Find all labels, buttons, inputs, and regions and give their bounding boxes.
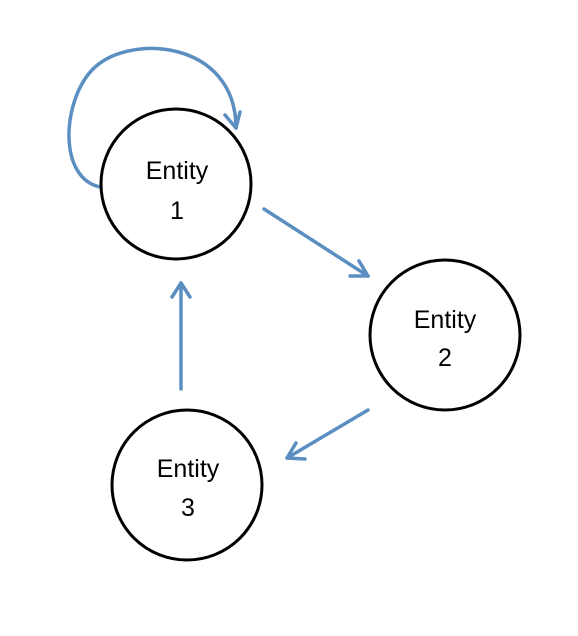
edge-entity-1-to-entity-2: [262, 207, 370, 278]
node-label-line1: Entity: [414, 306, 477, 334]
node-entity-2: Entity 2: [368, 258, 522, 412]
node-circle: [110, 408, 264, 562]
self-loop-line: [67, 46, 238, 189]
node-circle: [99, 107, 253, 261]
node-label-line1: Entity: [157, 455, 220, 483]
edges: [67, 46, 370, 461]
node-label-line2: 3: [181, 494, 195, 522]
edge-2-3-arrowhead: [285, 441, 307, 461]
node-circle: [368, 258, 522, 412]
edge-entity-1-self-loop: [67, 46, 242, 189]
node-label-line2: 2: [438, 344, 452, 372]
edge-entity-3-to-entity-1: [170, 281, 192, 391]
node-label-line2: 1: [170, 197, 184, 225]
edge-2-3-line: [285, 408, 370, 460]
self-loop-arrowhead: [223, 110, 242, 130]
edge-1-2-line: [262, 207, 370, 278]
node-entity-1: Entity 1: [99, 107, 253, 261]
edge-entity-2-to-entity-3: [285, 408, 370, 461]
node-entity-3: Entity 3: [110, 408, 264, 562]
node-label-line1: Entity: [146, 157, 209, 185]
edge-3-1-arrowhead: [170, 281, 192, 299]
edge-1-2-arrowhead: [348, 259, 370, 278]
